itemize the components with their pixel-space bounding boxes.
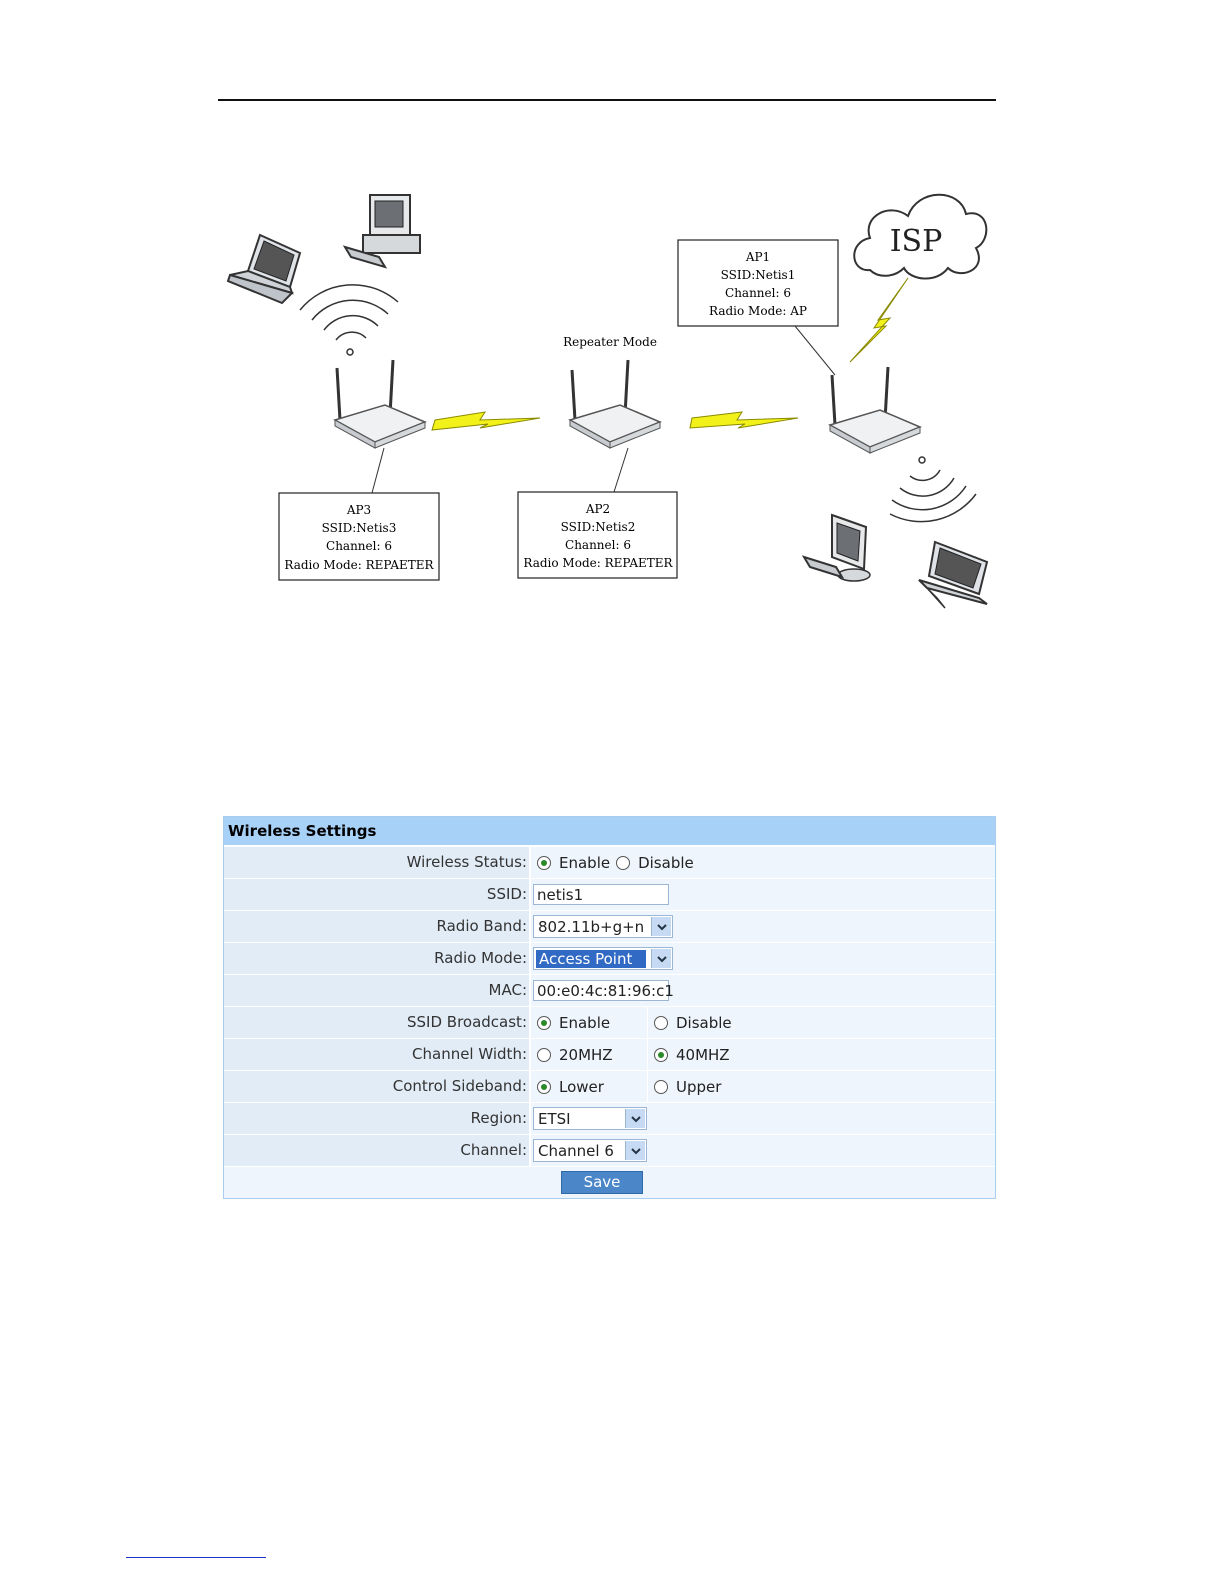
ap2-callout — [517, 491, 678, 579]
channel-width-20mhz-label: 20MHZ — [559, 1045, 613, 1064]
footer-link-underline[interactable] — [126, 1557, 266, 1558]
row-ssid: SSID: netis1 — [224, 878, 995, 910]
ap2-channel: Channel: 6 — [565, 538, 631, 552]
channel-width-20mhz-radio[interactable] — [537, 1047, 551, 1062]
ap2-name: AP2 — [585, 502, 610, 516]
radio-band-value: 802.11b+g+n — [538, 917, 645, 936]
desktop-monitor-icon — [801, 513, 871, 582]
radio-mode-select[interactable]: Access Point — [533, 947, 673, 970]
chevron-down-icon — [651, 949, 671, 968]
wireless-status-disable-radio[interactable] — [616, 855, 631, 870]
row-save: Save — [224, 1166, 995, 1198]
ssid-label: SSID: — [224, 879, 531, 910]
ap1-radio-mode: Radio Mode: AP — [709, 304, 807, 318]
ap3-radio-mode: Radio Mode: REPAETER — [284, 558, 434, 572]
chevron-down-icon — [625, 1109, 645, 1128]
ap3-callout — [278, 492, 440, 581]
control-sideband-lower-radio[interactable] — [537, 1079, 551, 1094]
channel-label: Channel: — [224, 1135, 531, 1166]
row-ssid-broadcast: SSID Broadcast: Enable Disable — [224, 1006, 995, 1038]
laptop-icon — [226, 233, 302, 305]
panel-title: Wireless Settings — [224, 817, 995, 846]
ssid-broadcast-label: SSID Broadcast: — [224, 1007, 531, 1038]
wireless-status-disable-label: Disable — [638, 853, 694, 872]
channel-width-40mhz-label: 40MHZ — [676, 1045, 730, 1064]
control-sideband-upper-radio[interactable] — [654, 1079, 668, 1094]
mac-input[interactable]: 00:e0:4c:81:96:c1 — [533, 980, 674, 1001]
ap1-channel: Channel: 6 — [725, 286, 791, 300]
chevron-down-icon — [625, 1141, 645, 1160]
control-sideband-upper-label: Upper — [676, 1077, 722, 1096]
region-select[interactable]: ETSI — [533, 1107, 647, 1130]
row-region: Region: ETSI — [224, 1102, 995, 1134]
row-mac: MAC: 00:e0:4c:81:96:c1 — [224, 974, 995, 1006]
router-ap1-icon — [828, 366, 922, 454]
lightning-link-icon — [431, 277, 909, 431]
row-radio-mode: Radio Mode: Access Point — [224, 942, 995, 974]
isp-label: ISP — [890, 224, 943, 259]
ap3-ssid: SSID:Netis3 — [322, 521, 397, 535]
channel-width-40mhz-radio[interactable] — [654, 1047, 668, 1062]
ap3-name: AP3 — [346, 503, 371, 517]
cloud-icon — [853, 193, 988, 280]
chevron-down-icon — [651, 917, 671, 936]
row-control-sideband: Control Sideband: Lower Upper — [224, 1070, 995, 1102]
channel-select[interactable]: Channel 6 — [533, 1139, 647, 1162]
ap1-name: AP1 — [745, 250, 770, 264]
ap2-radio-mode: Radio Mode: REPAETER — [523, 556, 673, 570]
laptop-icon — [918, 540, 989, 609]
row-radio-band: Radio Band: 802.11b+g+n — [224, 910, 995, 942]
control-sideband-lower-label: Lower — [559, 1077, 604, 1096]
header-rule — [218, 99, 996, 101]
repeater-mode-label: Repeater Mode — [563, 335, 657, 349]
row-channel: Channel: Channel 6 — [224, 1134, 995, 1166]
region-label: Region: — [224, 1103, 531, 1134]
save-button[interactable]: Save — [561, 1171, 643, 1194]
row-wireless-status: Wireless Status: Enable Disable — [224, 846, 995, 878]
network-diagram: ISP AP1 SSID:Netis1 Channel: 6 Radio Mod… — [226, 193, 989, 609]
ap1-callout — [677, 239, 839, 327]
wireless-status-enable-label: Enable — [559, 853, 611, 872]
radio-band-select[interactable]: 802.11b+g+n — [533, 915, 673, 938]
ssid-broadcast-enable-label: Enable — [559, 1013, 611, 1032]
router-ap3-icon — [333, 359, 427, 449]
wireless-status-enable-radio[interactable] — [537, 855, 551, 870]
channel-value: Channel 6 — [538, 1141, 614, 1160]
region-value: ETSI — [538, 1109, 571, 1128]
ssid-input[interactable]: netis1 — [533, 884, 669, 905]
radio-band-label: Radio Band: — [224, 911, 531, 942]
ap1-ssid: SSID:Netis1 — [721, 268, 796, 282]
desktop-computer-icon — [342, 194, 421, 269]
radio-mode-value: Access Point — [536, 949, 646, 968]
wireless-settings-panel: Wireless Settings Wireless Status: Enabl… — [223, 816, 996, 1199]
wireless-status-label: Wireless Status: — [224, 847, 531, 878]
ssid-broadcast-disable-label: Disable — [676, 1013, 732, 1032]
control-sideband-label: Control Sideband: — [224, 1071, 531, 1102]
channel-width-label: Channel Width: — [224, 1039, 531, 1070]
ssid-broadcast-enable-radio[interactable] — [537, 1015, 551, 1030]
router-ap2-icon — [568, 359, 662, 449]
wifi-signal-icon — [889, 456, 977, 523]
ssid-broadcast-disable-radio[interactable] — [654, 1015, 668, 1030]
wifi-signal-icon — [299, 284, 399, 356]
row-channel-width: Channel Width: 20MHZ 40MHZ — [224, 1038, 995, 1070]
ap3-channel: Channel: 6 — [326, 539, 392, 553]
mac-label: MAC: — [224, 975, 531, 1006]
ap2-ssid: SSID:Netis2 — [561, 520, 636, 534]
radio-mode-label: Radio Mode: — [224, 943, 531, 974]
